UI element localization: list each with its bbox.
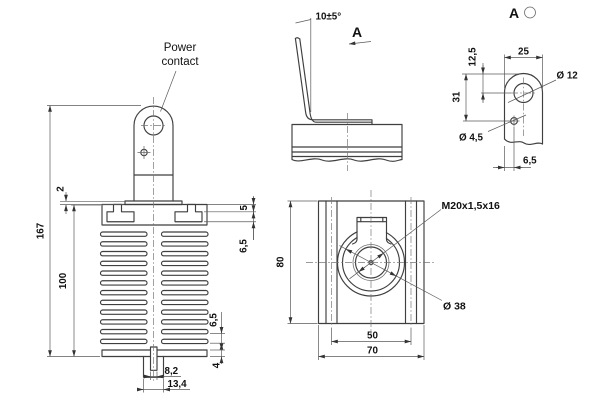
callout-thread: M20x1,5x16 [349, 200, 501, 280]
t-slot-right [174, 203, 203, 223]
dim-4-text: 4 [212, 362, 223, 368]
fin [99, 309, 148, 315]
dim-2: 2 [56, 186, 125, 214]
side-view: 10±5° A [291, 12, 403, 171]
dim-5-text: 5 [239, 205, 250, 211]
thread-callout-text: M20x1,5x16 [442, 200, 501, 212]
dim-167-text: 167 [36, 222, 47, 239]
dim-6-5-slot: 6,5 [204, 211, 256, 253]
plan-tab-shoulder-left [351, 238, 358, 245]
dim-6-5-slot-text: 6,5 [239, 239, 250, 253]
side-body [291, 123, 403, 161]
fin [160, 338, 209, 345]
dim-80-text: 80 [276, 256, 287, 267]
contact-tab-outline [133, 105, 174, 202]
callout-boss-dia: Ø 38 [339, 245, 466, 313]
fin [160, 319, 209, 325]
plan-tab-mask [357, 216, 386, 240]
dim-167: 167 [36, 105, 141, 357]
dim-4: 4 [210, 343, 225, 368]
fin [160, 280, 209, 286]
dim-13-4: 13,4 [137, 378, 190, 393]
fin [160, 241, 209, 247]
fin [160, 270, 209, 276]
dim-6-5-edge: 6,5 [493, 127, 537, 171]
dim-5: 5 [204, 196, 256, 240]
dim-50: 50 [331, 328, 412, 345]
detail-tab-outline [503, 73, 544, 145]
dim-boss-dia-text: Ø 38 [443, 301, 466, 313]
dim-8-2-text: 8,2 [165, 366, 179, 377]
detail-title-circle [524, 6, 536, 19]
fin [99, 260, 148, 267]
dim-70-text: 70 [367, 346, 378, 357]
fin [99, 299, 148, 306]
dim-12-5-text: 12,5 [468, 47, 479, 67]
fin [99, 270, 148, 276]
view-marker-text: A [352, 24, 362, 40]
plan-tab-outline [356, 216, 388, 241]
fin [160, 231, 209, 237]
fin [160, 260, 209, 267]
plan-tab-shoulder-right [385, 238, 392, 245]
power-contact-leader [160, 70, 177, 112]
callout-small-hole: Ø 4,5 [459, 114, 527, 144]
t-slot-left [106, 203, 135, 223]
dim-31-text: 31 [452, 91, 463, 102]
fin [99, 280, 148, 286]
bottom-boss [142, 355, 165, 378]
callout-big-hole: Ø 12 [507, 71, 579, 103]
power-contact-text-1: Power [164, 42, 197, 54]
detail-break-line [503, 138, 544, 145]
plan-view: M20x1,5x16 Ø 38 80 50 70 [276, 190, 501, 360]
fin [99, 338, 148, 345]
dim-100: 100 [58, 204, 101, 357]
fin [99, 250, 148, 257]
fin [99, 231, 148, 237]
dim-angle: 10±5° [295, 12, 342, 112]
dim-2-text: 2 [56, 186, 67, 192]
bent-contact-strip [294, 37, 373, 126]
fin [99, 328, 148, 335]
dim-6-5-fin-text: 6,5 [209, 313, 220, 327]
base-plate [101, 349, 208, 358]
dim-small-hole-text: Ø 4,5 [459, 133, 484, 144]
fins-left [99, 231, 148, 345]
dim-6-5-edge-text: 6,5 [523, 156, 537, 167]
dim-25-text: 25 [518, 47, 529, 58]
dim-12-5: 12,5 [462, 47, 521, 103]
dim-80: 80 [276, 200, 318, 324]
dim-25: 25 [504, 47, 543, 88]
fin [160, 250, 209, 257]
fin [99, 289, 148, 296]
dim-100-text: 100 [58, 272, 69, 289]
dim-13-4-text: 13,4 [168, 379, 188, 390]
fin [160, 299, 209, 306]
fin [99, 241, 148, 247]
fin [160, 328, 209, 335]
power-contact-text-2: contact [161, 56, 199, 68]
front-view: Power contact 167 100 2 [36, 42, 256, 393]
power-contact-label: Power contact [160, 42, 199, 112]
fin [99, 319, 148, 325]
detail-title: A [509, 5, 519, 21]
fin [160, 289, 209, 296]
side-body-break-line [291, 158, 403, 162]
dim-31: 31 [452, 73, 509, 122]
view-arrow-a: A [348, 24, 372, 46]
fins-right [160, 231, 209, 345]
dim-70: 70 [318, 325, 425, 360]
detail-view-a: A 25 12,5 31 [452, 5, 579, 171]
fin [160, 309, 209, 315]
dim-50-text: 50 [367, 331, 378, 342]
dim-angle-text: 10±5° [316, 12, 342, 23]
dim-8-2: 8,2 [144, 366, 181, 380]
top-plate [101, 203, 208, 226]
dim-big-hole-text: Ø 12 [557, 71, 579, 82]
